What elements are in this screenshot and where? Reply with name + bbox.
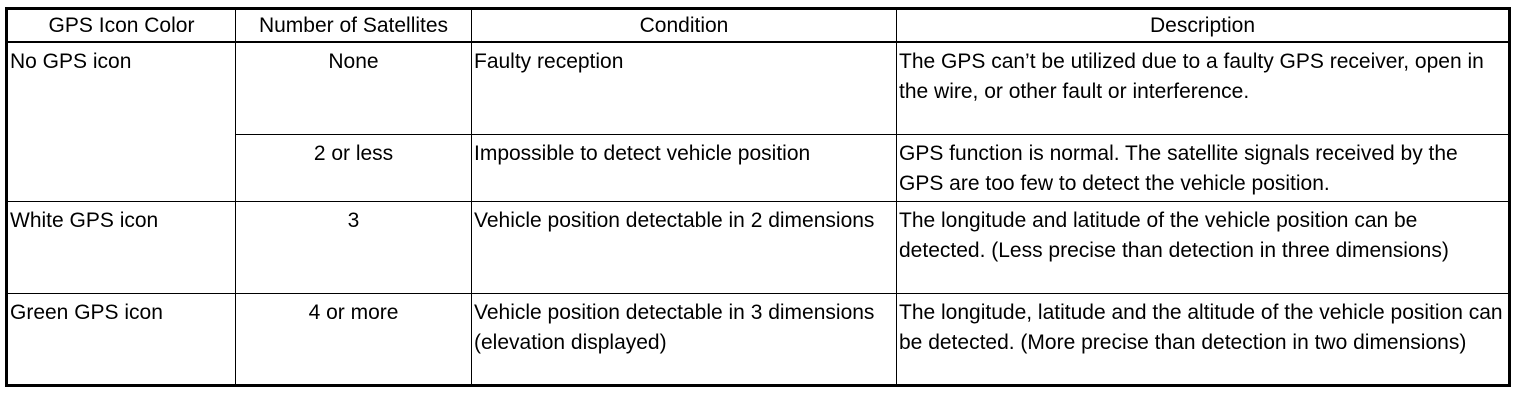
table-row: White GPS icon 3 Vehicle position detect… (5, 200, 1511, 294)
cell-description: GPS function is normal. The satellite si… (896, 133, 1511, 202)
cell-icon-color: White GPS icon (5, 200, 236, 294)
cell-description: The longitude and latitude of the vehicl… (896, 200, 1511, 294)
header-description: Description (896, 7, 1511, 43)
gps-status-table: GPS Icon Color Number of Satellites Cond… (5, 7, 1511, 387)
cell-condition: Vehicle position detectable in 2 dimensi… (471, 200, 897, 294)
cell-satellites: None (235, 41, 472, 135)
cell-description: The GPS can’t be utilized due to a fault… (896, 41, 1511, 135)
cell-icon-color: Green GPS icon (5, 292, 236, 387)
cell-condition: Faulty reception (471, 41, 897, 135)
header-number-of-satellites: Number of Satellites (235, 7, 472, 43)
cell-condition: Vehicle position detectable in 3 dimensi… (471, 292, 897, 387)
table-header-row: GPS Icon Color Number of Satellites Cond… (5, 7, 1511, 43)
table-row: No GPS icon None Faulty reception The GP… (5, 41, 1511, 202)
header-condition: Condition (471, 7, 897, 43)
cell-satellites: 4 or more (235, 292, 472, 387)
table-row: Green GPS icon 4 or more Vehicle positio… (5, 292, 1511, 387)
header-gps-icon-color: GPS Icon Color (5, 7, 236, 43)
cell-satellites: 3 (235, 200, 472, 294)
cell-icon-color: No GPS icon (5, 41, 236, 202)
table-row: 2 or less Impossible to detect vehicle p… (7, 133, 1511, 202)
cell-condition: Impossible to detect vehicle position (471, 133, 897, 202)
cell-description: The longitude, latitude and the altitude… (896, 292, 1511, 387)
cell-satellites: 2 or less (235, 133, 472, 202)
